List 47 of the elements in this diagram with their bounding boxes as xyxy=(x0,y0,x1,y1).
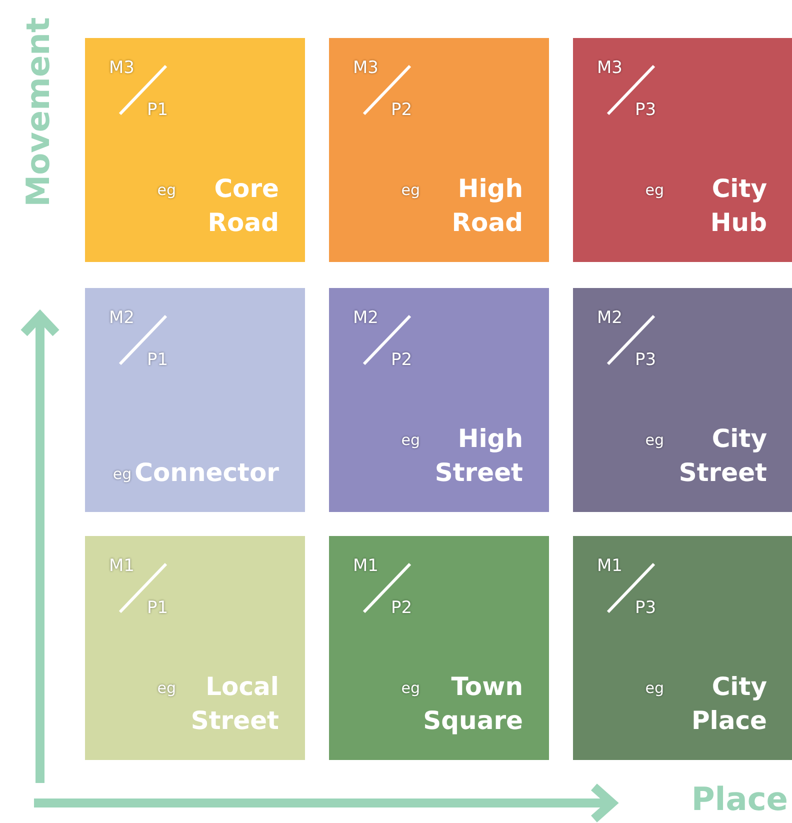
axis-label: Movement xyxy=(19,17,57,207)
example-prefix: eg xyxy=(645,431,664,449)
example-prefix: eg xyxy=(157,181,176,199)
example-name: High Road xyxy=(450,173,523,239)
movement-level: M1 xyxy=(109,556,134,576)
matrix-tile xyxy=(329,38,549,262)
example-name: Town Square xyxy=(423,671,523,737)
movement-level: M3 xyxy=(109,58,134,78)
movement-level: M3 xyxy=(353,58,378,78)
movement-level: M2 xyxy=(109,308,134,328)
place-level: P2 xyxy=(391,350,412,370)
matrix-tile xyxy=(85,288,305,512)
axis-label: Place xyxy=(691,780,788,818)
example-prefix: eg xyxy=(645,181,664,199)
example-prefix: eg xyxy=(157,679,176,697)
matrix-tile xyxy=(573,288,792,512)
place-level: P1 xyxy=(147,100,168,120)
matrix-tile xyxy=(573,536,792,760)
example-name: City Hub xyxy=(709,173,767,239)
matrix-tile xyxy=(329,288,549,512)
place-level: P1 xyxy=(147,350,168,370)
place-level: P2 xyxy=(391,100,412,120)
movement-level: M3 xyxy=(597,58,622,78)
place-level: P1 xyxy=(147,598,168,618)
place-level: P3 xyxy=(635,598,656,618)
movement-level: M2 xyxy=(353,308,378,328)
matrix-tile xyxy=(329,536,549,760)
movement-level: M1 xyxy=(353,556,378,576)
movement-level: M2 xyxy=(597,308,622,328)
example-name: High Street xyxy=(434,423,523,489)
matrix-tile xyxy=(85,536,305,760)
place-level: P2 xyxy=(391,598,412,618)
example-prefix: eg xyxy=(401,181,420,199)
matrix-tile xyxy=(573,38,792,262)
matrix-tile xyxy=(85,38,305,262)
example-name: City Street xyxy=(678,423,767,489)
example-prefix: eg xyxy=(645,679,664,697)
example-prefix: eg xyxy=(401,679,420,697)
movement-level: M1 xyxy=(597,556,622,576)
example-name: City Place xyxy=(690,671,767,737)
example-prefix: eg xyxy=(112,465,132,483)
place-level: P3 xyxy=(635,350,656,370)
place-level: P3 xyxy=(635,100,656,120)
example-name: Core Road xyxy=(206,173,279,239)
example-prefix: eg xyxy=(401,431,420,449)
example-name: Local Street xyxy=(190,671,279,737)
example-name: Connector xyxy=(134,457,279,489)
